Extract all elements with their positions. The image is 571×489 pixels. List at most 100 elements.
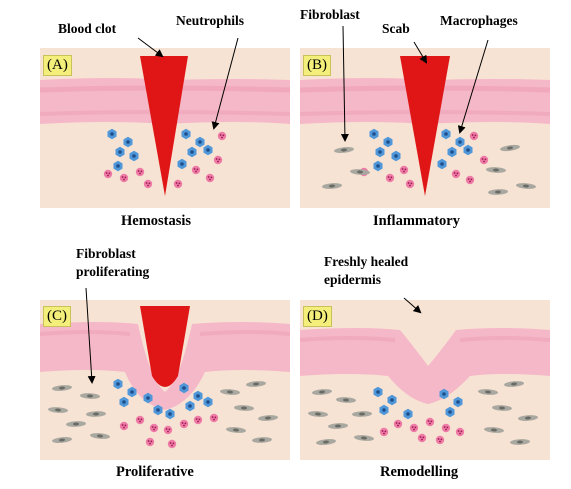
neutrophil-icon: [465, 175, 475, 185]
neutrophil-icon: [213, 155, 223, 165]
macrophage-icon: [391, 150, 401, 162]
neutrophil-icon: [193, 415, 203, 425]
neutrophil-icon: [163, 425, 173, 435]
macrophage-icon: [379, 404, 389, 416]
caption-remodelling: Remodelling: [380, 464, 459, 480]
macrophage-icon: [373, 160, 383, 172]
arrow-fibroblast-b: [340, 25, 349, 142]
macrophage-icon: [143, 392, 153, 404]
macrophage-icon: [177, 158, 187, 170]
macrophage-icon: [387, 394, 397, 406]
fibroblast-icon: [350, 169, 370, 175]
neutrophil-icon: [441, 423, 451, 433]
caption-hemostasis: Hemostasis: [121, 213, 192, 229]
scab: [400, 56, 450, 196]
pointer-arrows: [85, 25, 489, 384]
fibroblast-icon: [510, 439, 530, 445]
neutrophil-icon: [205, 173, 215, 183]
fibroblast-icon: [308, 411, 328, 417]
macrophage-icon: [107, 128, 117, 140]
label-healed-line2: epidermis: [324, 272, 381, 287]
neutrophil-icon: [145, 437, 155, 447]
fibroblast-icon: [504, 381, 524, 387]
neutrophil-icon: [217, 131, 227, 141]
fibroblast-icon: [518, 415, 538, 421]
panel-d: [299, 300, 551, 460]
panel-b-badge: (B): [303, 55, 331, 76]
macrophage-icon: [203, 144, 213, 156]
neutrophil-icon: [167, 439, 177, 449]
macrophage-icon: [463, 144, 473, 156]
neutrophil-icon: [451, 169, 461, 179]
arrow-fibroblast-c: [85, 287, 96, 384]
fibroblast-icon: [316, 439, 336, 445]
macrophage-icon: [441, 128, 451, 140]
label-neutrophils: Neutrophils: [176, 13, 245, 28]
neutrophil-icon: [143, 179, 153, 189]
neutrophil-icon: [149, 423, 159, 433]
label-macrophages: Macrophages: [440, 13, 518, 28]
label-fibroblast-c-line2: proliferating: [76, 264, 150, 279]
fibroblast-icon: [516, 183, 536, 189]
arrow-epidermis: [403, 297, 422, 314]
label-healed-line1: Freshly healed: [324, 254, 409, 269]
panel-a: [39, 48, 291, 208]
macrophage-icon: [113, 378, 123, 390]
label-blood-clot: Blood clot: [58, 21, 117, 36]
neutrophil-icon: [173, 179, 183, 189]
macrophage-icon: [187, 146, 197, 158]
macrophage-icon: [447, 146, 457, 158]
fibroblast-icon: [354, 435, 374, 441]
arrow-macrophages: [457, 39, 489, 134]
macrophage-icon: [375, 146, 385, 158]
fibroblast-icon: [478, 389, 498, 395]
macrophage-icon: [203, 396, 213, 408]
macrophage-icon: [437, 158, 447, 170]
arrow-scab: [413, 41, 428, 64]
macrophage-icon: [193, 390, 203, 402]
neutrophil-icon: [119, 173, 129, 183]
neutrophil-icon: [417, 433, 427, 443]
fibroblast-icon: [312, 389, 332, 395]
fibroblast-icon: [52, 437, 72, 443]
label-fibroblast-c-line1: Fibroblast: [76, 246, 136, 261]
macrophage-icon: [369, 128, 379, 140]
fibroblast-icon: [336, 397, 356, 403]
macrophage-icon: [129, 150, 139, 162]
neutrophil-icon: [393, 419, 403, 429]
neutrophil-icon: [469, 131, 479, 141]
neutrophil-icon: [385, 173, 395, 183]
fibroblast-icon: [500, 144, 520, 152]
macrophage-icon: [195, 136, 205, 148]
fibroblast-icon: [322, 183, 342, 189]
macrophage-icon: [383, 136, 393, 148]
fibroblast-icon: [86, 411, 106, 417]
label-fibroblast: Fibroblast: [300, 7, 360, 22]
macrophage-icon: [119, 396, 129, 408]
macrophage-icon: [153, 404, 163, 416]
fibroblast-icon: [484, 427, 504, 433]
caption-proliferative: Proliferative: [116, 464, 194, 480]
blood-clot: [140, 56, 188, 196]
macrophage-icon: [455, 136, 465, 148]
fibroblast-icon: [488, 189, 508, 195]
fibroblast-icon: [80, 393, 100, 399]
neutrophil-icon: [425, 417, 435, 427]
panel-c-badge: (C): [43, 306, 71, 327]
fibroblast-icon: [226, 427, 246, 433]
fibroblast-icon: [334, 147, 354, 153]
macrophage-icon: [373, 386, 383, 398]
cells-layer: [48, 128, 538, 449]
fibroblast-icon: [352, 411, 372, 417]
panel-d-badge: (D): [303, 306, 332, 327]
neutrophil-icon: [479, 155, 489, 165]
macrophage-icon: [185, 400, 195, 412]
neutrophil-icon: [135, 167, 145, 177]
neutrophil-icon: [119, 421, 129, 431]
fibroblast-icon: [234, 405, 254, 411]
macrophage-icon: [123, 136, 133, 148]
fibroblast-icon: [220, 389, 240, 395]
neutrophil-icon: [409, 423, 419, 433]
macrophage-icon: [113, 160, 123, 172]
macrophage-icon: [181, 128, 191, 140]
